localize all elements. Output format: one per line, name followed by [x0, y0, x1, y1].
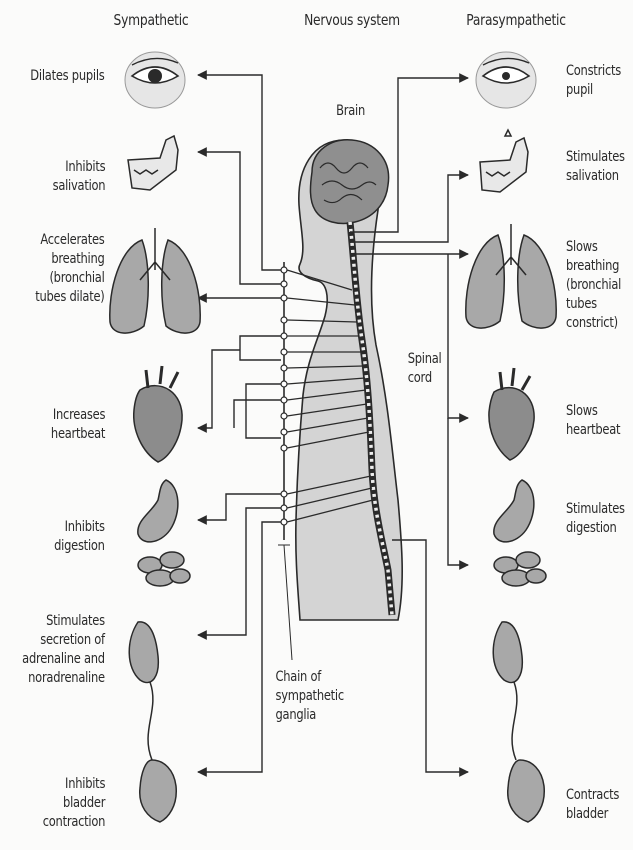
para-label-salivation: Stimulates salivation — [566, 148, 625, 186]
para-label-lungs: Slows breathing (bronchial tubes constri… — [566, 238, 621, 332]
sym-label-digestion: Inhibits digestion — [54, 518, 105, 556]
para-adrenal-icon — [493, 622, 522, 760]
sym-eye-icon — [125, 52, 185, 108]
sym-label-heart: Increases heartbeat — [51, 406, 105, 444]
sym-label-bladder: Inhibits bladder contraction — [43, 775, 105, 832]
para-bladder-icon — [508, 760, 545, 822]
label-brain: Brain — [336, 102, 365, 121]
label-chain-of-ganglia: Chain of sympathetic ganglia — [276, 668, 344, 725]
header-parasympathetic: Parasympathetic — [459, 10, 574, 30]
sym-heart-icon — [134, 366, 182, 462]
para-label-digestion: Stimulates digestion — [566, 500, 625, 538]
sym-label-eye: Dilates pupils — [31, 67, 105, 86]
para-label-bladder: Contracts bladder — [566, 786, 619, 824]
para-label-heart: Slows heartbeat — [566, 402, 620, 440]
para-eye-icon — [476, 52, 536, 108]
sym-salivary-icon — [128, 136, 178, 190]
para-salivary-icon — [480, 130, 528, 192]
header-nervous-system: Nervous system — [303, 10, 401, 30]
sym-label-salivation: Inhibits salivation — [52, 158, 105, 196]
sym-label-lungs: Accelerates breathing (bronchial tubes d… — [36, 231, 105, 307]
sym-digestive-icon — [138, 480, 190, 586]
para-heart-icon — [489, 368, 534, 460]
para-digestive-icon — [494, 480, 546, 586]
sym-bladder-icon — [140, 760, 177, 822]
header-sympathetic: Sympathetic — [106, 10, 196, 30]
para-lungs-icon — [466, 224, 556, 328]
sym-lungs-icon — [110, 228, 200, 333]
para-label-eye: Constricts pupil — [566, 62, 621, 100]
sympathetic-output-nerves — [198, 75, 281, 772]
sym-label-adrenaline: Stimulates secretion of adrenaline and n… — [22, 612, 105, 688]
sym-adrenal-icon — [129, 622, 158, 760]
label-spinal-cord: Spinal cord — [408, 350, 442, 388]
